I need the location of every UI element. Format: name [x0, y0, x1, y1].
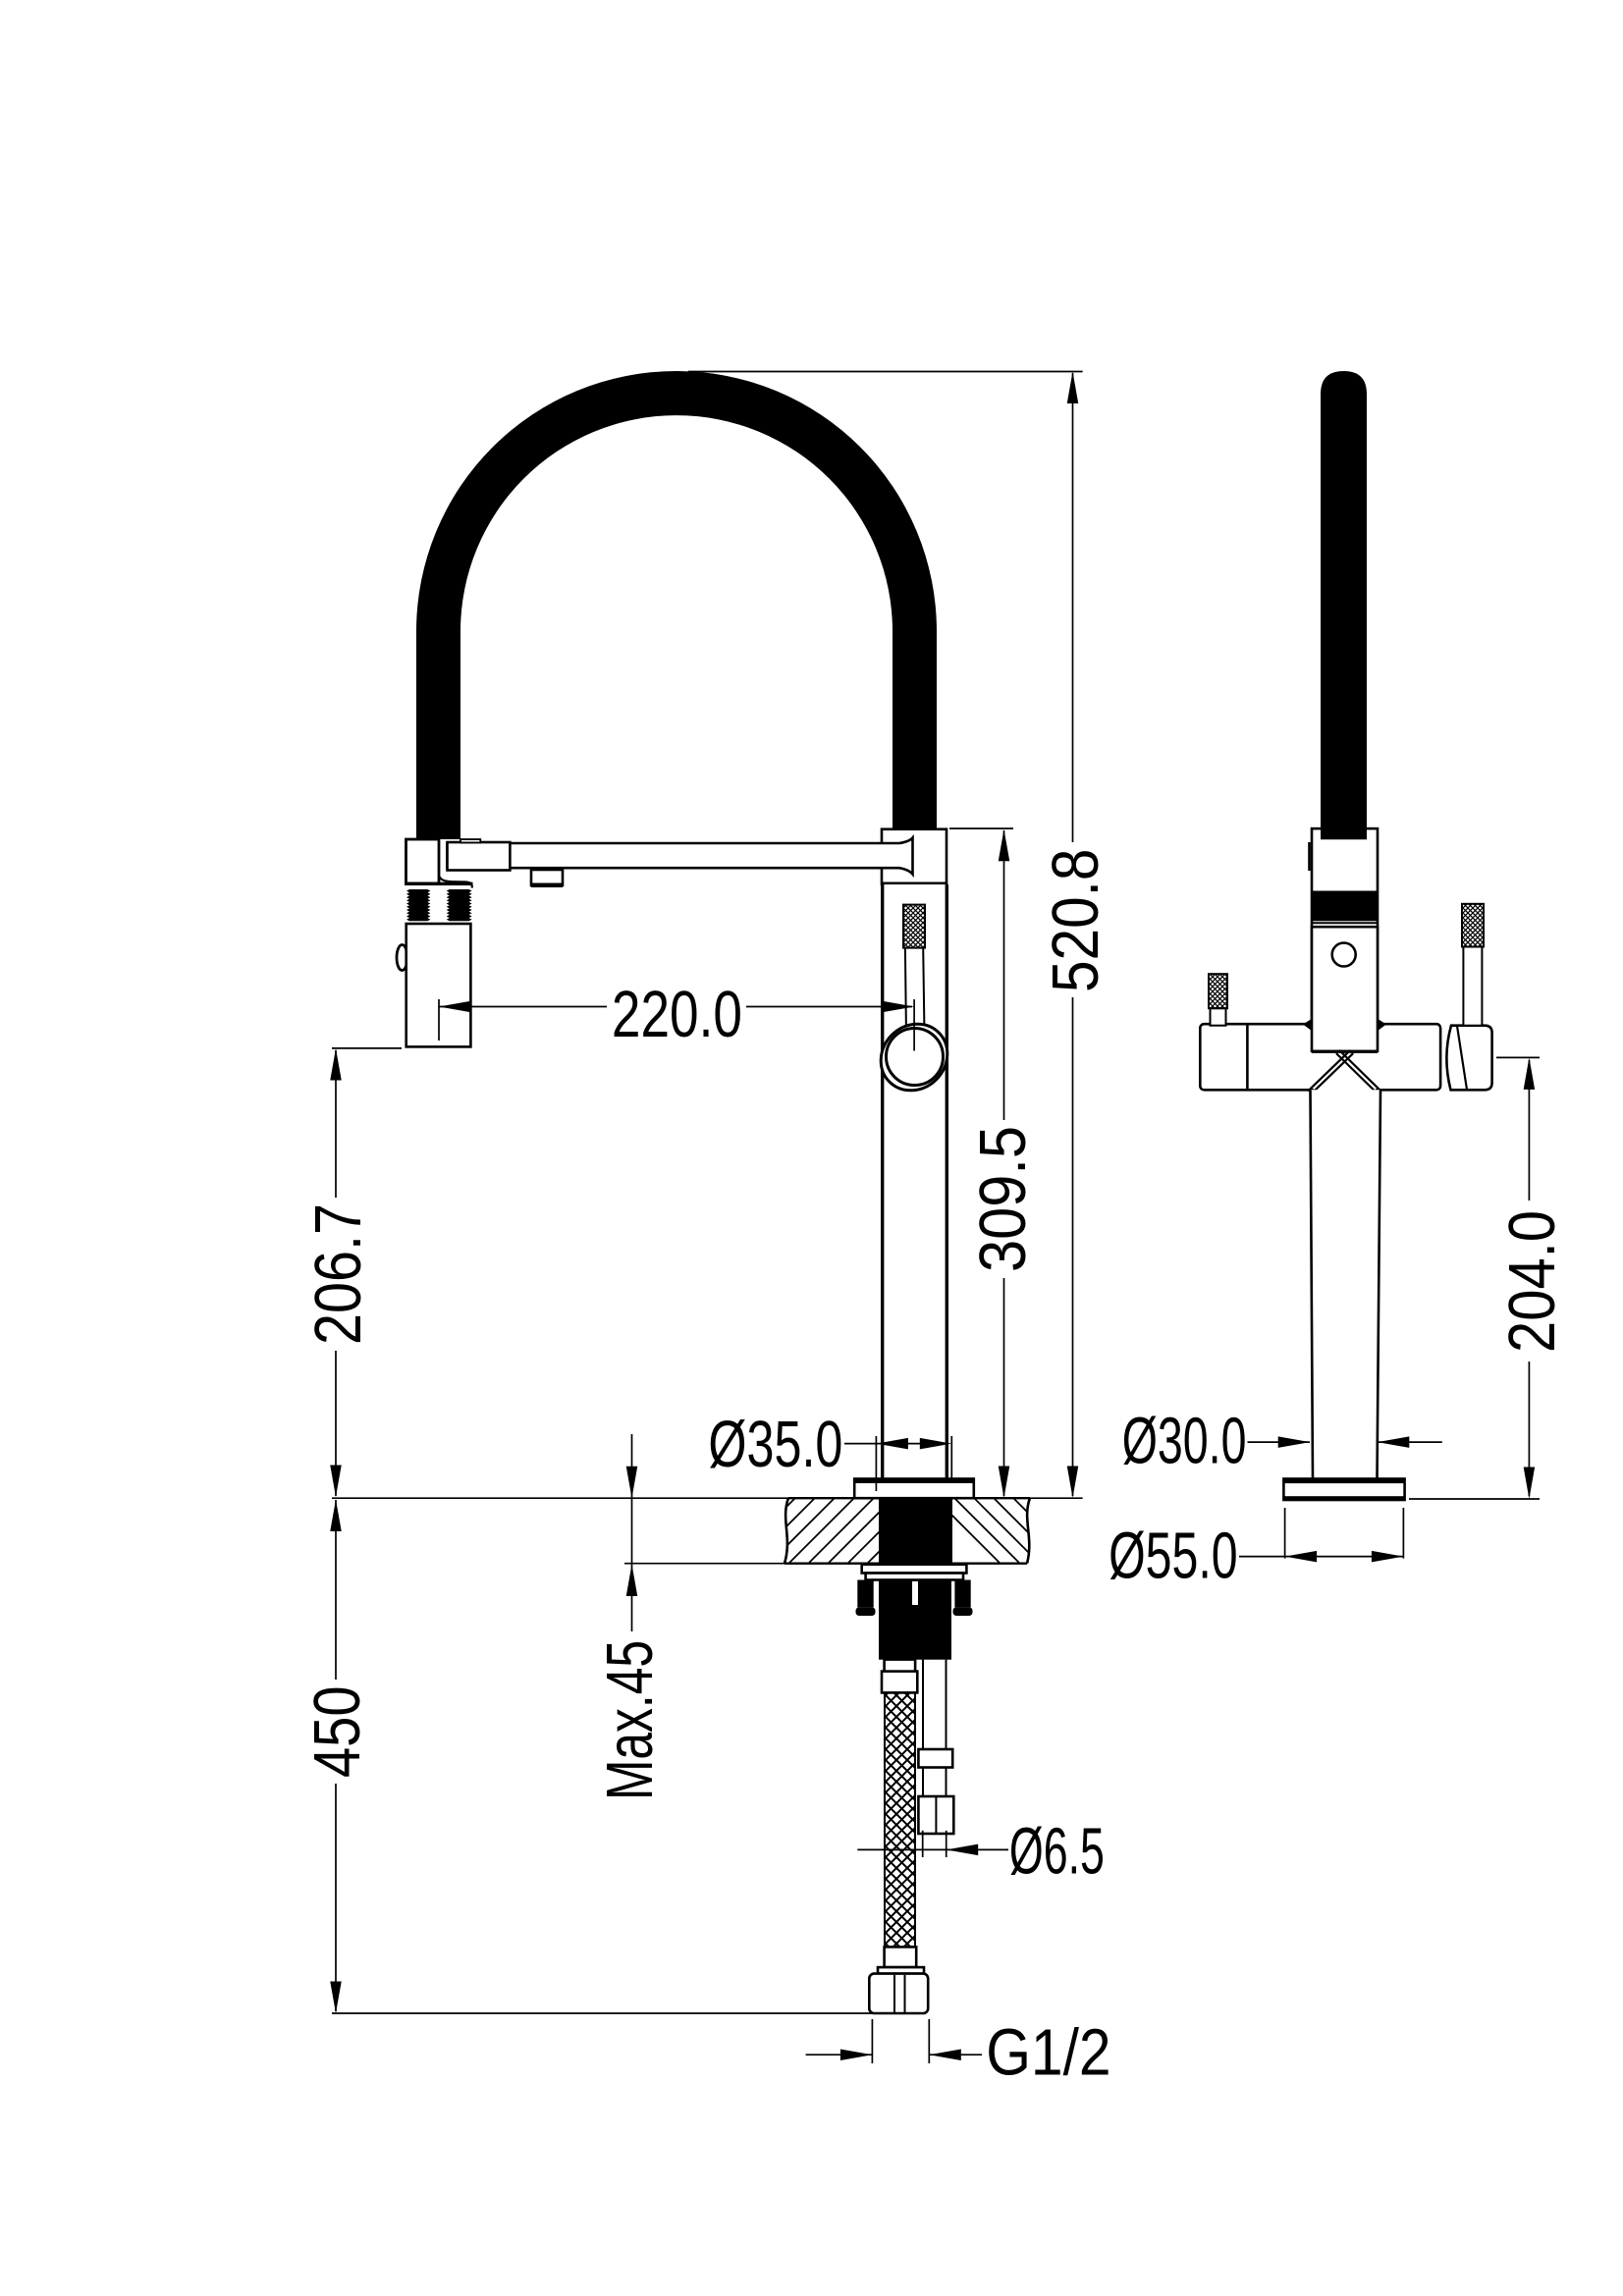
svg-text:520.8: 520.8 [1040, 849, 1112, 993]
svg-text:204.0: 204.0 [1496, 1210, 1569, 1353]
svg-text:220.0: 220.0 [612, 979, 742, 1051]
svg-text:Ø55.0: Ø55.0 [1109, 1520, 1238, 1592]
svg-text:Ø30.0: Ø30.0 [1122, 1406, 1247, 1478]
svg-text:G1/2: G1/2 [986, 2017, 1110, 2090]
svg-text:206.7: 206.7 [302, 1203, 375, 1345]
svg-text:Ø6.5: Ø6.5 [1009, 1815, 1105, 1888]
svg-text:450: 450 [301, 1686, 374, 1779]
svg-text:309.5: 309.5 [967, 1126, 1040, 1272]
svg-text:Max.45: Max.45 [594, 1640, 667, 1800]
svg-text:Ø35.0: Ø35.0 [708, 1409, 842, 1481]
